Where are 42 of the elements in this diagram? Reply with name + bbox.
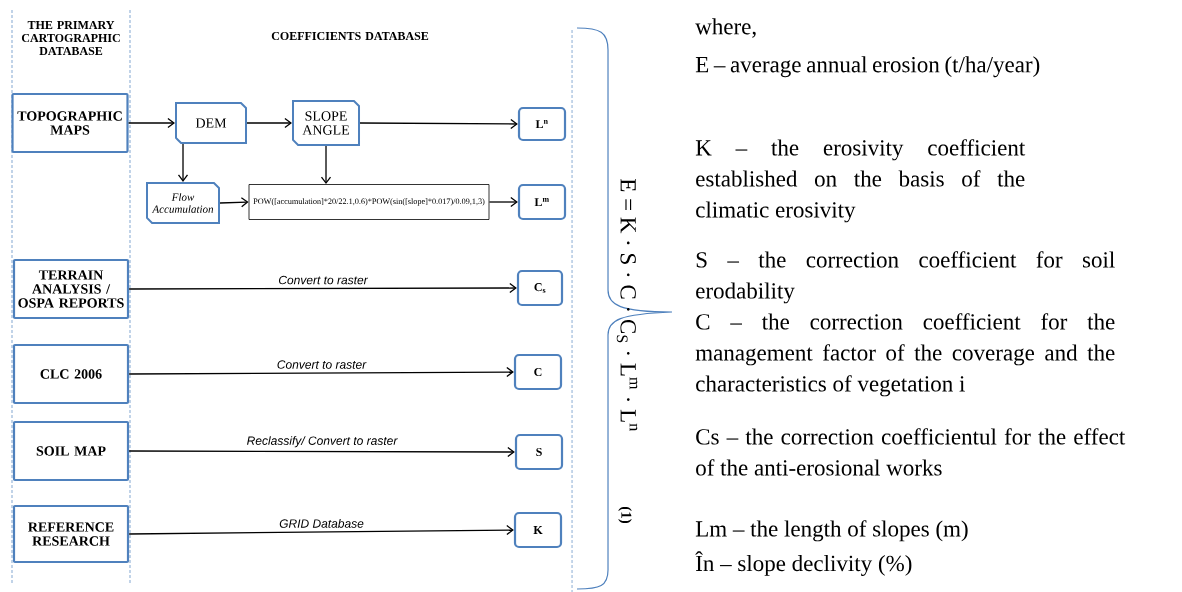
definition-text: K – the erosivity coefficient established on the basis of the climatic erosivity (695, 139, 1026, 223)
output-box: K (513, 511, 563, 549)
arrow (320, 145, 332, 185)
arrow (177, 143, 189, 182)
source-box: SOIL MAP (12, 420, 130, 482)
arrow (488, 196, 518, 208)
arrow (128, 446, 515, 458)
formula-box: POW([accumulation]*20/22.1,0.6)*POW(sin([slope]*0.017)/0.09,1,3) (248, 184, 490, 220)
definition-text: C – the correction coefficient for the management factor of the coverage and the characteristics of vegetation i (695, 313, 1115, 397)
equation-number: (1) (618, 506, 632, 524)
output-box: C (513, 353, 563, 391)
column-heading: THE PRIMARY CARTOGRAPHIC DATABASE (21, 21, 120, 55)
edge-label: GRID Database (278, 518, 365, 529)
definition-text: Lm – the length of slopes (m) (695, 520, 968, 542)
arrow (219, 197, 249, 208)
output-box: C$_{s}$ (516, 269, 564, 307)
arrow (246, 117, 292, 129)
definition-text: Cs – the correction coefficientul for the effect of the anti-erosional works (696, 428, 1126, 476)
arrow (128, 524, 514, 536)
definition-text: În – slope declivity (%) (695, 551, 912, 576)
source-box: TERRAIN ANALYSIS / OSPA REPORTS (12, 258, 130, 320)
output-box: L$^{m}$ (517, 183, 567, 221)
source-box: TOPOGRAPHIC MAPS (11, 92, 129, 154)
arrow (128, 282, 517, 294)
edge-label: Convert to raster (275, 359, 368, 370)
arrow (359, 118, 518, 130)
equation: E = K · S · C · C$_{S}$ · L$^{m}$ · L$^{n}$ (616, 178, 638, 432)
definition-text: where, (695, 18, 756, 38)
process-box: Flow Accumulation (146, 182, 220, 224)
arrow (128, 366, 514, 378)
definition-text: S – the correction coefficient for soil erodability (696, 251, 1115, 304)
output-box: L$^{n}$ (517, 106, 567, 142)
output-box: S (514, 433, 564, 471)
source-box: REFERENCE RESEARCH (12, 504, 130, 564)
edge-label: Reclassify/ Convert to raster (245, 435, 399, 449)
process-box: SLOPE ANGLE (292, 100, 360, 146)
source-box: CLC 2006 (12, 343, 130, 405)
process-box: DEM (175, 102, 247, 144)
definition-text: E – average annual erosion (t/ha/year) (695, 56, 1040, 78)
column-heading: COEFFICIENTS DATABASE (271, 31, 429, 41)
edge-label: Convert to raster (277, 274, 369, 286)
arrow (127, 117, 175, 129)
